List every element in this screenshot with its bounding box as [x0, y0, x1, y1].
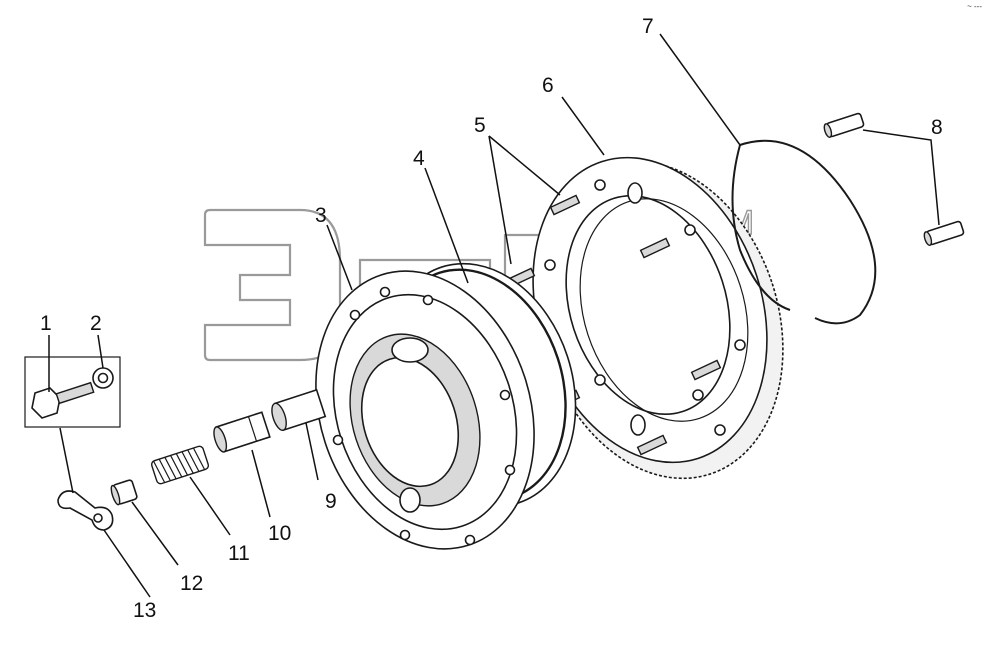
- part-6-ring-gear: [532, 156, 784, 480]
- part-12-plug: [110, 479, 138, 506]
- part-1-bolt: [31, 381, 95, 419]
- part-2-washer: [92, 367, 114, 389]
- callout-11: 11: [228, 542, 250, 565]
- part-11-spring: [150, 445, 210, 485]
- part-10-piston: [213, 411, 271, 453]
- callout-3: 3: [315, 204, 327, 227]
- part-7-snap-ring: [731, 139, 877, 325]
- leader-lines: [48, 33, 940, 598]
- callout-2: 2: [90, 312, 102, 335]
- kit-bracket: [24, 356, 121, 428]
- callout-12: 12: [180, 572, 203, 595]
- callout-1: 1: [40, 312, 52, 335]
- part-9-bushing: [271, 388, 327, 432]
- part-8-pins: [823, 112, 965, 246]
- corner-mark: ~ ---: [967, 2, 982, 11]
- callout-8: 8: [931, 116, 943, 139]
- part-3-housing: [315, 270, 535, 550]
- part-13-lock-plate: [57, 490, 114, 531]
- callout-6: 6: [542, 74, 554, 97]
- callout-labels: 1 2 3 4 5 6 7 8 9 10 11 12 13: [40, 15, 943, 622]
- callout-7: 7: [642, 15, 654, 38]
- callout-13: 13: [133, 599, 156, 622]
- callout-5: 5: [474, 114, 486, 137]
- callout-9: 9: [325, 490, 337, 513]
- callout-10: 10: [268, 522, 291, 545]
- callout-4: 4: [413, 147, 425, 170]
